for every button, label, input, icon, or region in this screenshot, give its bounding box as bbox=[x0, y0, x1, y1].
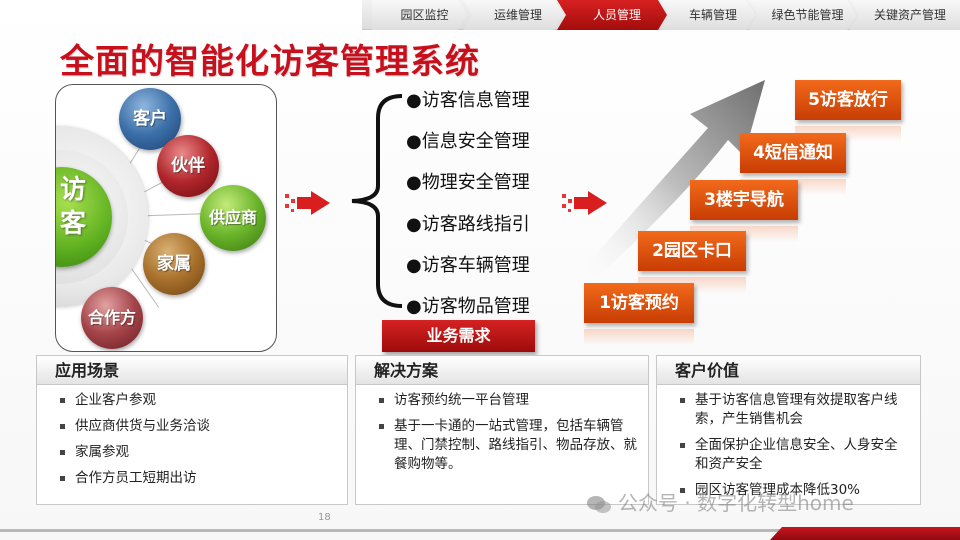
list-item: 基于访客信息管理有效提取客户线索，产生销售机会 bbox=[679, 391, 910, 429]
page-number: 18 bbox=[318, 512, 331, 523]
need-item: ●访客路线指引 bbox=[406, 210, 530, 236]
value-box: 客户价值 基于访客信息管理有效提取客户线索，产生销售机会 全面保护企业信息安全、… bbox=[656, 355, 921, 505]
ball-supplier: 供应商 bbox=[200, 185, 266, 251]
scenario-box: 应用场景 企业客户参观 供应商供货与业务洽谈 家属参观 合作方员工短期出访 bbox=[36, 355, 348, 505]
step-1-appointment: 1访客预约 bbox=[584, 283, 694, 323]
footer-accent bbox=[770, 527, 960, 540]
solution-list: 访客预约统一平台管理 基于一卡通的一站式管理，包括车辆管理、门禁控制、路线指引、… bbox=[356, 385, 648, 474]
tab-label: 绿色节能管理 bbox=[771, 8, 843, 22]
need-item: ●物理安全管理 bbox=[406, 168, 530, 194]
flow-arrow-icon bbox=[285, 190, 331, 216]
step-5-release: 5访客放行 bbox=[795, 80, 901, 120]
tab-vehicles[interactable]: 车辆管理 bbox=[661, 0, 755, 30]
ball-label: 家属 bbox=[157, 254, 191, 274]
tab-ops[interactable]: 运维管理 bbox=[463, 0, 563, 30]
step-reflection bbox=[584, 329, 694, 345]
visitor-core-label: 访客 bbox=[58, 173, 88, 241]
solution-box: 解决方案 访客预约统一平台管理 基于一卡通的一站式管理，包括车辆管理、门禁控制、… bbox=[355, 355, 649, 505]
scenario-list: 企业客户参观 供应商供货与业务洽谈 家属参观 合作方员工短期出访 bbox=[37, 385, 347, 488]
tab-label: 园区监控 bbox=[400, 8, 448, 22]
visitor-diagram: 访客 客户 伙伴 供应商 家属 合作方 bbox=[55, 84, 277, 352]
tab-green-energy[interactable]: 绿色节能管理 bbox=[749, 0, 856, 30]
list-item: 家属参观 bbox=[59, 443, 337, 462]
list-item: 供应商供货与业务洽谈 bbox=[59, 417, 337, 436]
business-needs-label: 业务需求 bbox=[382, 320, 535, 352]
need-item: ●信息安全管理 bbox=[406, 127, 530, 153]
step-3-building-nav: 3楼宇导航 bbox=[690, 180, 798, 220]
box-title: 客户价值 bbox=[657, 356, 920, 385]
tab-personnel[interactable]: 人员管理 bbox=[557, 0, 667, 30]
tab-label: 人员管理 bbox=[593, 8, 641, 22]
need-item: ●访客车辆管理 bbox=[406, 251, 530, 277]
list-item: 合作方员工短期出访 bbox=[59, 469, 337, 488]
ball-family: 家属 bbox=[143, 233, 205, 295]
tab-key-assets[interactable]: 关键资产管理 bbox=[850, 0, 960, 30]
need-item: ●访客物品管理 bbox=[406, 292, 530, 318]
list-item: 访客预约统一平台管理 bbox=[378, 391, 638, 410]
ball-label: 供应商 bbox=[209, 208, 257, 227]
step-4-sms: 4短信通知 bbox=[740, 133, 846, 173]
ball-label: 客户 bbox=[133, 109, 167, 129]
watermark-text: 公众号 · 数字化转型home bbox=[618, 491, 854, 515]
step-2-park-gate: 2园区卡口 bbox=[638, 231, 746, 271]
top-nav: 园区监控 运维管理 人员管理 车辆管理 绿色节能管理 关键资产管理 bbox=[0, 0, 960, 33]
ball-label: 伙伴 bbox=[171, 156, 205, 176]
box-title: 解决方案 bbox=[356, 356, 648, 385]
tab-label: 车辆管理 bbox=[689, 8, 737, 22]
brace-icon bbox=[344, 94, 404, 308]
need-item: ●访客信息管理 bbox=[406, 86, 530, 112]
ball-label: 合作方 bbox=[88, 308, 136, 327]
wechat-icon bbox=[586, 495, 612, 515]
tab-label: 关键资产管理 bbox=[874, 8, 946, 22]
list-item: 企业客户参观 bbox=[59, 391, 337, 410]
ball-partner: 伙伴 bbox=[157, 135, 219, 197]
value-list: 基于访客信息管理有效提取客户线索，产生销售机会 全面保护企业信息安全、人身安全和… bbox=[657, 385, 920, 500]
list-item: 基于一卡通的一站式管理，包括车辆管理、门禁控制、路线指引、物品存放、就餐购物等。 bbox=[378, 417, 638, 474]
box-title: 应用场景 bbox=[37, 356, 347, 385]
watermark: 公众号 · 数字化转型home bbox=[586, 487, 854, 516]
tab-label: 运维管理 bbox=[494, 8, 542, 22]
tab-park-monitor[interactable]: 园区监控 bbox=[372, 0, 467, 30]
page-title: 全面的智能化访客管理系统 bbox=[60, 34, 480, 83]
ball-cooperator: 合作方 bbox=[81, 287, 143, 349]
list-item: 全面保护企业信息安全、人身安全和资产安全 bbox=[679, 436, 910, 474]
